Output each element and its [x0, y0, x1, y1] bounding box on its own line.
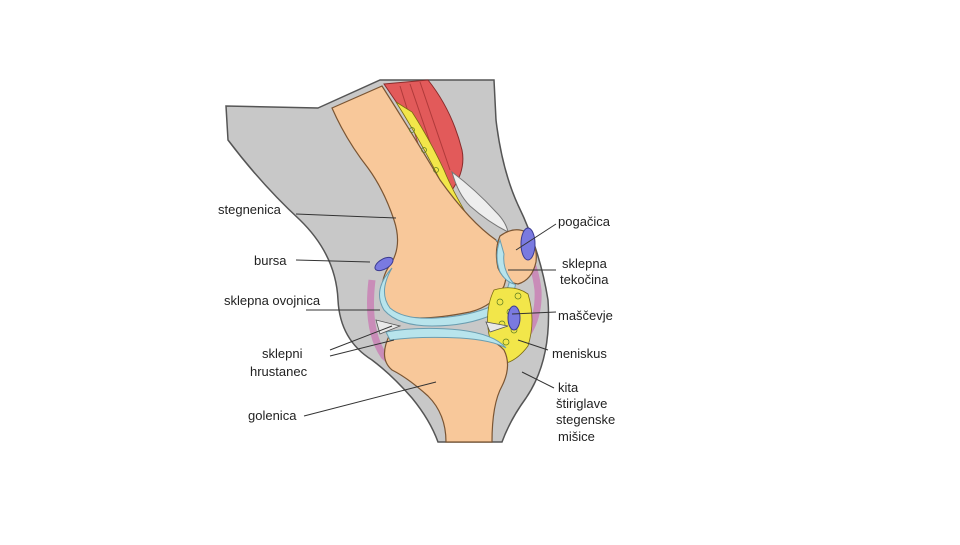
patella-cartilage [496, 238, 516, 285]
label-meniskus: meniskus [552, 346, 607, 361]
bursa-prepatellar [507, 305, 521, 331]
tibia-cartilage [385, 327, 507, 349]
label-kita-4: mišice [558, 429, 595, 444]
label-kita-2: štiriglave [556, 396, 607, 411]
meniscus-back [375, 319, 402, 335]
label-mascevje: maščevje [558, 308, 613, 323]
bursa-suprapatellar [520, 227, 536, 261]
bursa-posterior [374, 256, 394, 272]
femur-bone [331, 85, 508, 319]
label-kita-3: stegenske [556, 412, 615, 427]
femur-cartilage [379, 239, 517, 327]
label-stegnenica: stegnenica [218, 202, 282, 217]
label-kita-1: kita [558, 380, 579, 395]
leader-lines [295, 213, 557, 417]
label-sklepna-tekocina-2: tekočina [560, 272, 609, 287]
label-bursa: bursa [254, 253, 287, 268]
label-sklepni-hrustanec-2: hrustanec [250, 364, 308, 379]
label-sklepni-hrustanec-1: sklepni [262, 346, 303, 361]
label-golenica: golenica [248, 408, 297, 423]
label-sklepna-tekocina-1: sklepna [562, 256, 608, 271]
meniscus-front [485, 321, 509, 333]
label-sklepna-ovojnica: sklepna ovojnica [224, 293, 321, 308]
fat-texture [409, 127, 522, 346]
label-pogacica: pogačica [558, 214, 611, 229]
